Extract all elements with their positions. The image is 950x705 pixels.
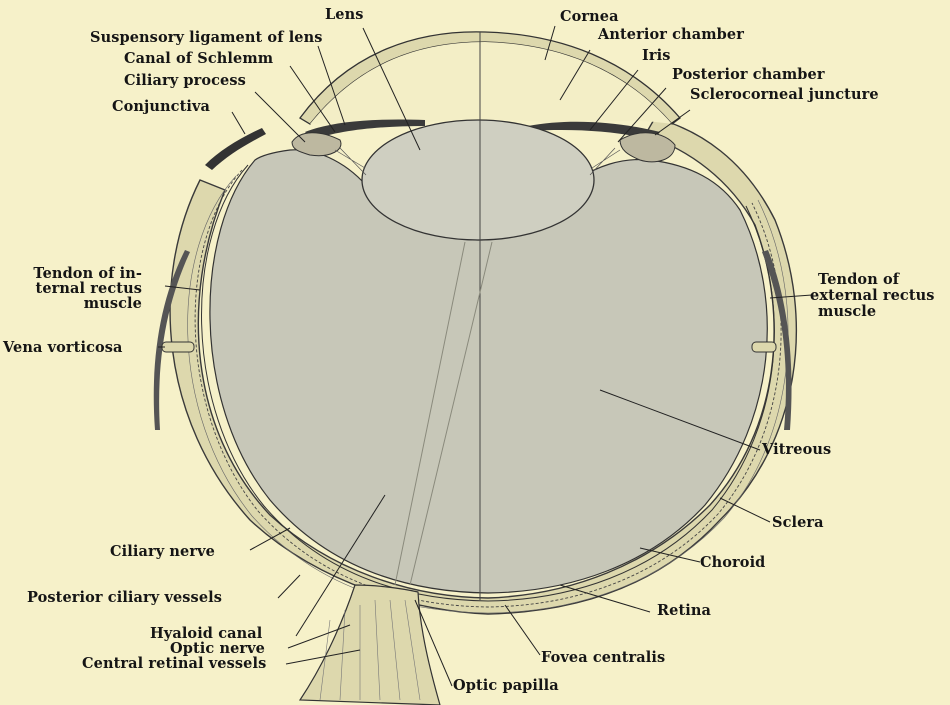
label-tendon-internal-2: ternal rectus <box>12 281 142 296</box>
label-canal-of-schlemm: Canal of Schlemm <box>124 51 273 66</box>
label-choroid: Choroid <box>700 555 765 570</box>
label-lens: Lens <box>325 7 364 22</box>
label-retina: Retina <box>657 603 711 618</box>
label-vena-vorticosa: Vena vorticosa <box>3 340 123 355</box>
label-optic-papilla: Optic papilla <box>453 678 559 693</box>
label-anterior-chamber: Anterior chamber <box>598 27 744 42</box>
label-tendon-external-1: Tendon of <box>818 272 899 287</box>
label-sclerocorneal-juncture: Sclerocorneal juncture <box>690 87 879 102</box>
label-sclera: Sclera <box>772 515 824 530</box>
label-optic-nerve: Optic nerve <box>170 641 265 656</box>
label-tendon-external-3: muscle <box>818 304 876 319</box>
label-central-retinal-vessels: Central retinal vessels <box>82 656 266 671</box>
label-ciliary-nerve: Ciliary nerve <box>110 544 215 559</box>
anterior-chamber <box>310 42 672 125</box>
label-posterior-ciliary-vessels: Posterior ciliary vessels <box>27 590 222 605</box>
label-vitreous: Vitreous <box>762 442 831 457</box>
label-ciliary-process: Ciliary process <box>124 73 246 88</box>
label-posterior-chamber: Posterior chamber <box>672 67 825 82</box>
lens <box>362 120 594 240</box>
label-iris: Iris <box>642 48 671 63</box>
label-fovea-centralis: Fovea centralis <box>541 650 665 665</box>
optic-nerve <box>300 585 440 705</box>
label-hyaloid-canal: Hyaloid canal <box>150 626 262 641</box>
label-suspensory-ligament: Suspensory ligament of lens <box>90 30 323 45</box>
label-tendon-external-2: external rectus <box>810 288 935 303</box>
vena-vorticosa-left <box>162 342 194 352</box>
label-cornea: Cornea <box>560 9 619 24</box>
vena-vorticosa-right <box>752 342 776 352</box>
label-tendon-internal-1: Tendon of in- <box>12 266 142 281</box>
label-conjunctiva: Conjunctiva <box>112 99 210 114</box>
label-tendon-internal-3: muscle <box>12 296 142 311</box>
